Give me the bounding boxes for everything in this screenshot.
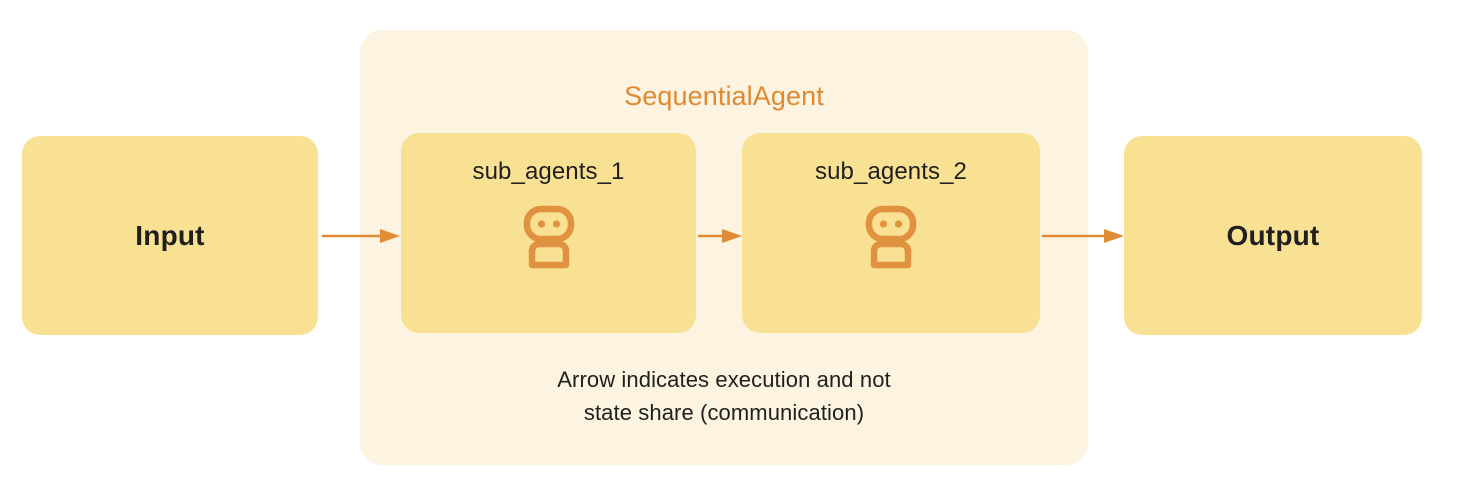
robot-icon — [855, 201, 927, 273]
diagram-caption-line-1: Arrow indicates execution and not — [557, 367, 891, 392]
input-node[interactable]: Input — [22, 136, 318, 335]
subagent-node-1-label: sub_agents_1 — [472, 158, 625, 185]
output-node-label: Output — [1226, 219, 1320, 251]
diagram-caption-line-2: state share (communication) — [583, 399, 865, 425]
arrow-input-to-subagent1-icon — [322, 226, 400, 246]
subagent-node-2-label: sub_agents_2 — [815, 158, 967, 185]
robot-icon — [513, 201, 585, 273]
input-node-label: Input — [135, 219, 205, 251]
sequential-agent-title: SequentialAgent — [624, 81, 824, 111]
arrow-subagent1-to-subagent2-icon — [698, 226, 742, 246]
subagent-node-1[interactable]: sub_agents_1 — [401, 133, 696, 333]
output-node[interactable]: Output — [1124, 136, 1422, 335]
arrow-subagent2-to-output-icon — [1042, 226, 1124, 246]
subagent-node-2[interactable]: sub_agents_2 — [742, 133, 1040, 333]
diagram-caption: Arrow indicates execution and not state … — [360, 364, 1088, 429]
